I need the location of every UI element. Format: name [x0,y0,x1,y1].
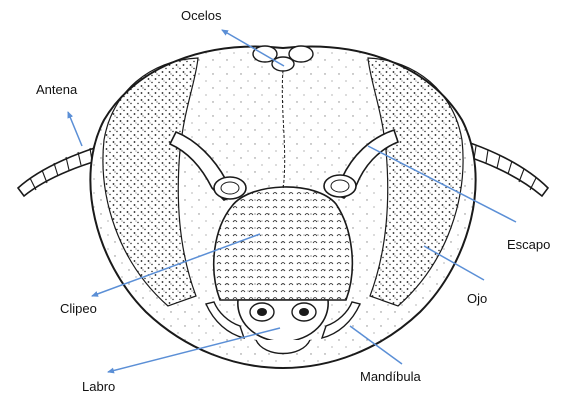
label-antena: Antena [36,83,77,96]
label-ojo: Ojo [467,292,487,305]
label-escapo: Escapo [507,238,550,251]
arrow-antena [68,112,82,146]
label-clipeo: Clipeo [60,302,97,315]
label-ocelos: Ocelos [181,9,221,22]
label-labro: Labro [82,380,115,393]
label-mandibula: Mandíbula [360,370,421,383]
